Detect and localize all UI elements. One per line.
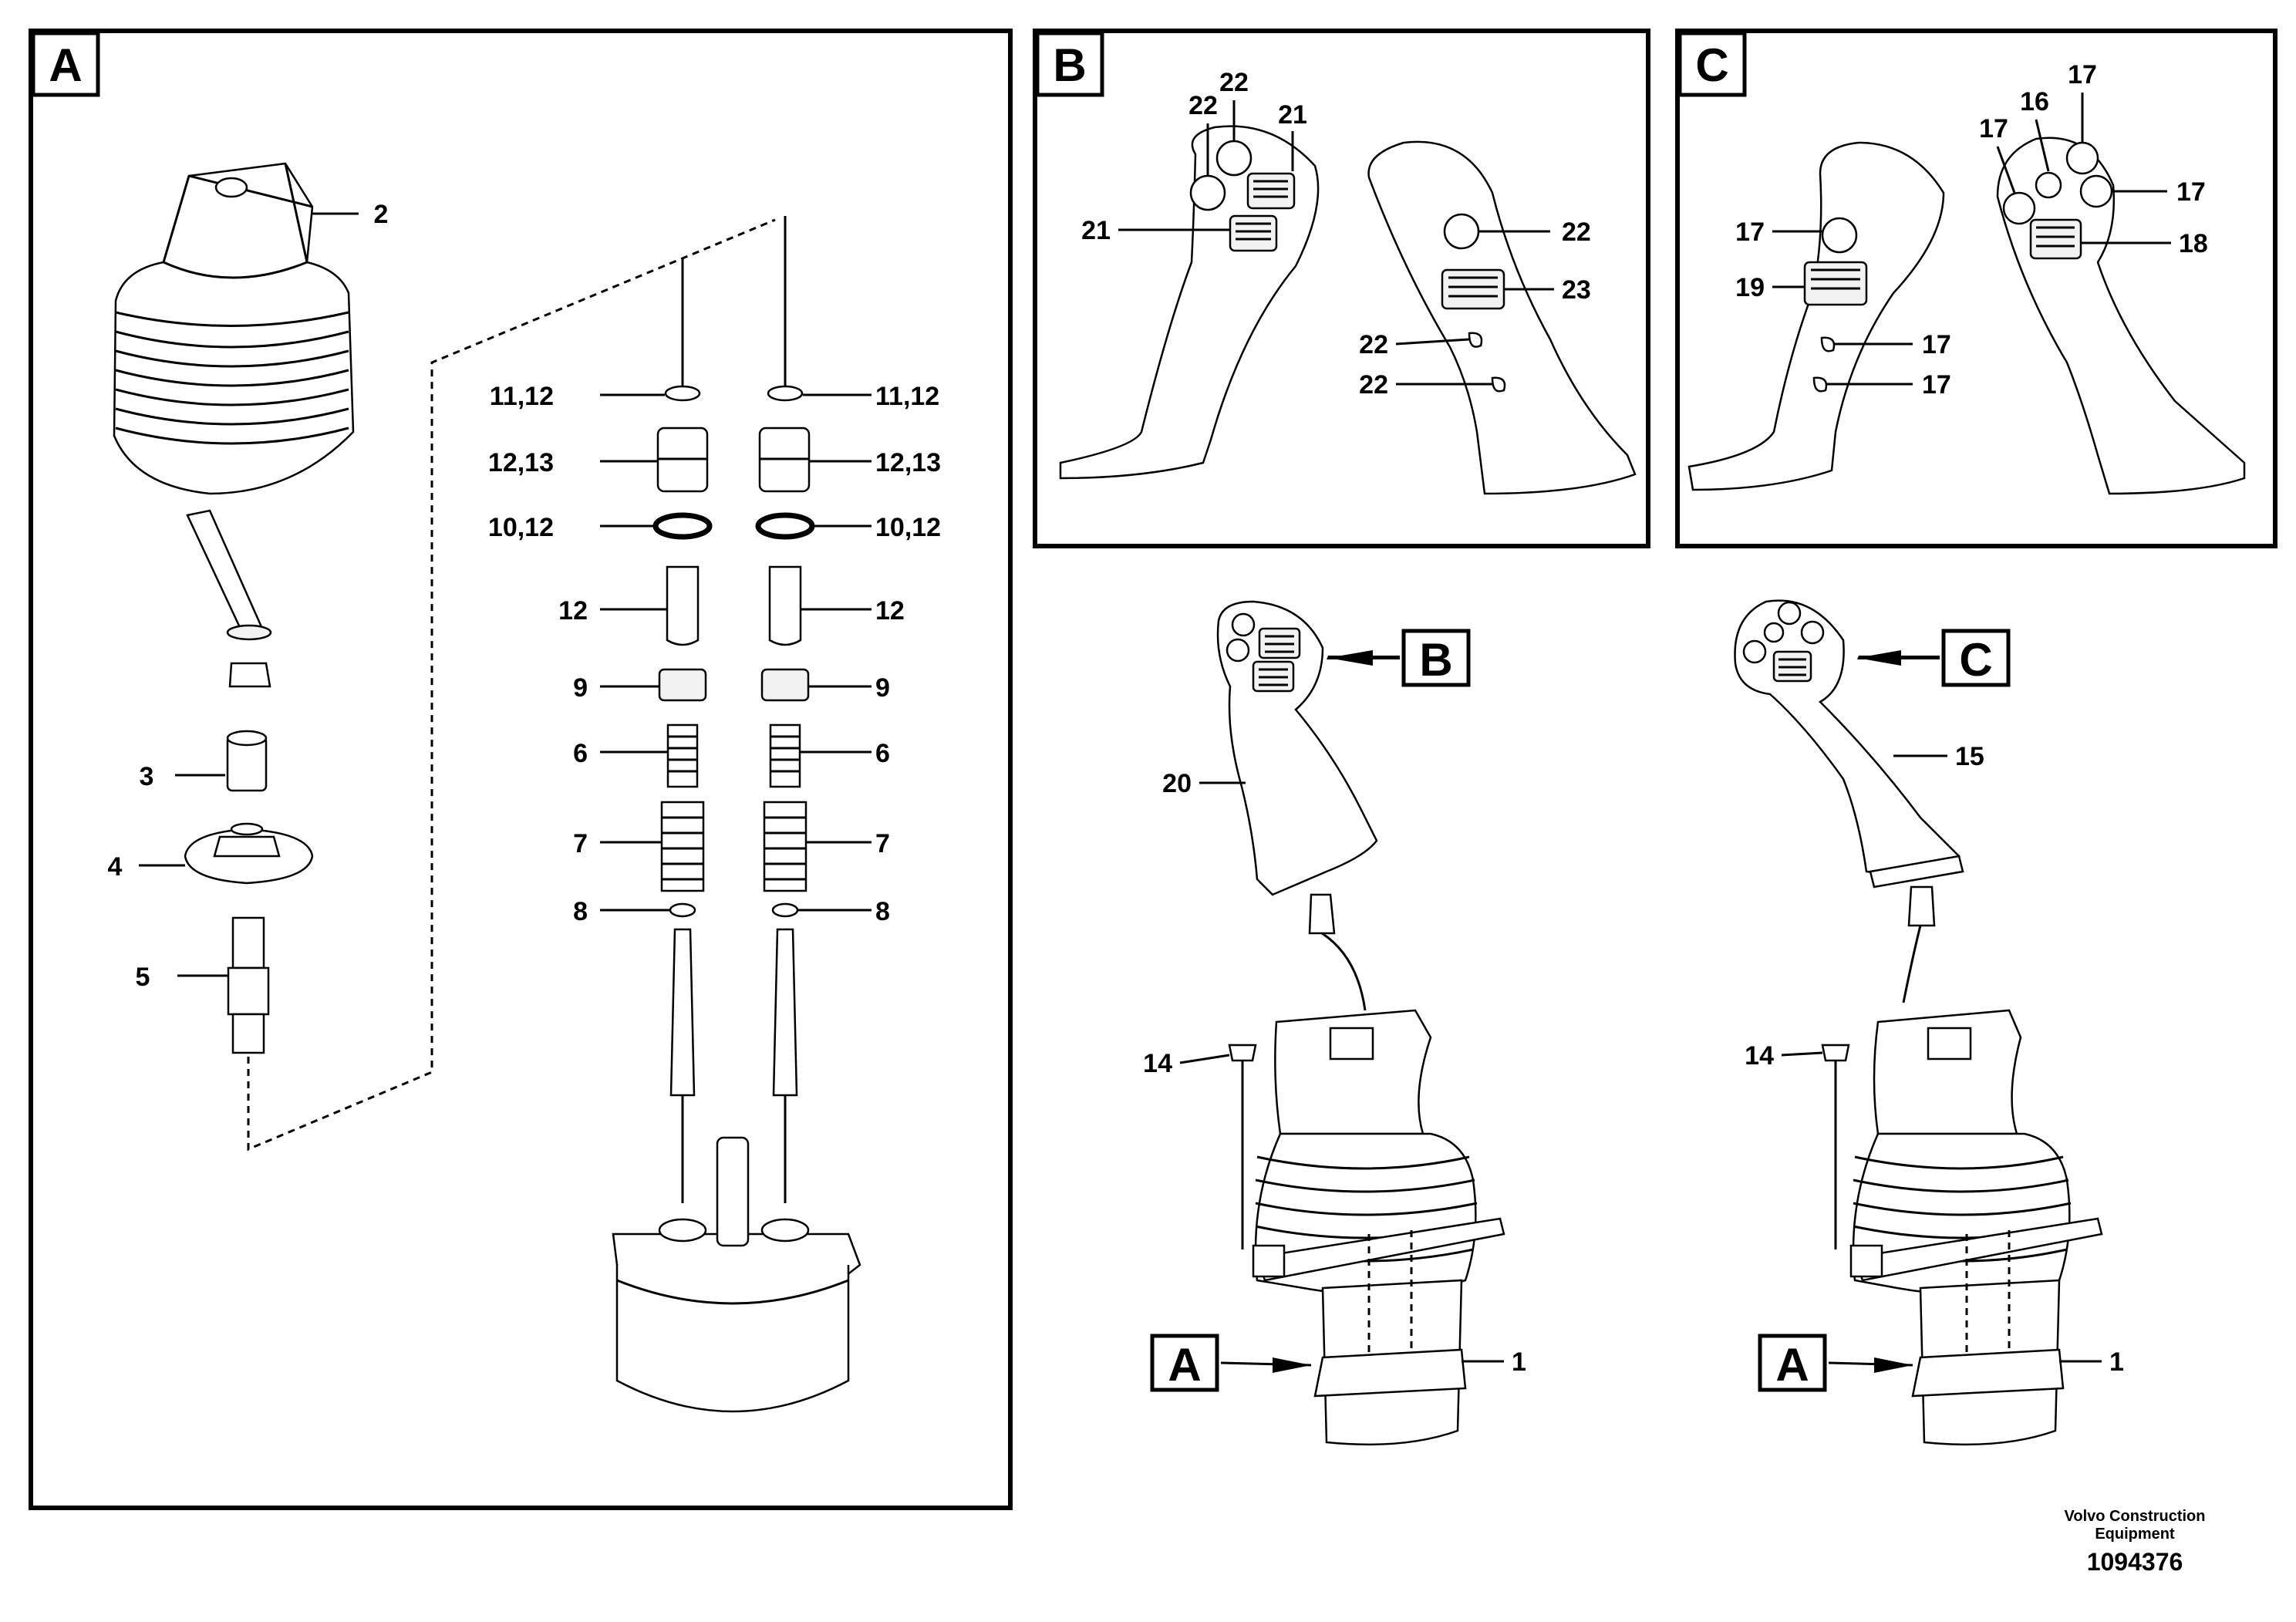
label-6-left: 6: [573, 739, 588, 768]
label-12-13-left: 12,13: [488, 448, 554, 477]
label-c-16: 16: [2020, 87, 2049, 116]
panel-a-tag: A: [49, 39, 82, 91]
label-part-5: 5: [136, 963, 150, 992]
joystick-grip-c-assembled: [1734, 599, 1964, 1003]
assembly-b: B A 20 14 1: [1143, 600, 1526, 1446]
label-9-right: 9: [875, 673, 890, 703]
label-10-12-left: 10,12: [488, 513, 554, 542]
drawing-number: 1094376: [2087, 1548, 2183, 1576]
label-part-2: 2: [374, 200, 389, 229]
panel-a-leaders: [139, 212, 872, 977]
joystick-grip-b-front: [1059, 125, 1320, 480]
label-11-12-left: 11,12: [490, 382, 554, 411]
label-c-17-right: 17: [2176, 177, 2206, 207]
label-c-18: 18: [2179, 229, 2208, 258]
label-c-17-top: 17: [2068, 60, 2097, 89]
label-part-1-right: 1: [2109, 1347, 2124, 1377]
company-name-line1: Volvo Construction: [2065, 1508, 2206, 1525]
pilot-valve-stacks: [652, 216, 815, 1203]
label-12-right: 12: [875, 596, 905, 626]
label-b-22-lower1: 22: [1359, 330, 1388, 359]
label-b-21-left: 21: [1081, 216, 1111, 245]
pilot-valve-body: [612, 1136, 861, 1413]
label-12-left: 12: [558, 596, 588, 626]
panel-c-leaders: [1772, 93, 2171, 386]
callout-c-tag: C: [1959, 634, 1992, 686]
assembly-c: C A 15 14 1: [1734, 599, 2124, 1446]
label-7-left: 7: [573, 829, 588, 858]
joystick-grip-c-back: [1687, 141, 1945, 491]
callout-a-left-tag: A: [1168, 1339, 1201, 1391]
label-11-12-right: 11,12: [875, 382, 939, 411]
rubber-boot-part: [113, 162, 355, 495]
label-part-14-left: 14: [1143, 1049, 1172, 1078]
label-c-17-lower1: 17: [1922, 330, 1951, 359]
label-8-left: 8: [573, 897, 588, 926]
label-c-17-lower2: 17: [1922, 370, 1951, 400]
label-9-left: 9: [573, 673, 588, 703]
label-12-13-right: 12,13: [875, 448, 941, 477]
label-part-3: 3: [140, 762, 154, 791]
footer: Volvo Construction Equipment 1094376: [2065, 1508, 2206, 1576]
universal-joint-part: [227, 916, 270, 1054]
panel-a: A: [29, 29, 1013, 1510]
control-rod-part: [186, 509, 272, 688]
label-c-19: 19: [1735, 273, 1765, 302]
label-c-17-upper: 17: [1979, 114, 2008, 143]
panel-b-tag: B: [1053, 39, 1086, 91]
label-b-22-top: 22: [1219, 68, 1249, 97]
panel-c: C 17: [1675, 29, 2277, 548]
callout-b-tag: B: [1419, 634, 1452, 686]
panel-b: B 22 22 21: [1033, 29, 1650, 548]
label-8-right: 8: [875, 897, 890, 926]
label-10-12-right: 10,12: [875, 513, 941, 542]
label-part-15: 15: [1955, 742, 1984, 771]
panel-c-tag: C: [1695, 39, 1728, 91]
joystick-grip-b-back: [1367, 140, 1637, 495]
label-b-21-upper: 21: [1278, 100, 1307, 130]
label-part-14-right: 14: [1745, 1041, 1774, 1071]
callout-a-right-tag: A: [1775, 1339, 1809, 1391]
panel-b-leaders: [1118, 100, 1554, 386]
label-part-4: 4: [108, 852, 123, 882]
joystick-grip-b-assembled: [1216, 600, 1378, 1011]
label-b-22-upper: 22: [1188, 91, 1218, 120]
label-b-23: 23: [1562, 275, 1591, 305]
label-part-1-left: 1: [1512, 1347, 1526, 1377]
sleeve-part: [226, 730, 268, 792]
label-b-22-lower2: 22: [1359, 370, 1388, 400]
company-name-line2: Equipment: [2095, 1526, 2175, 1543]
flange-part: [184, 822, 314, 885]
label-part-20: 20: [1162, 769, 1192, 798]
label-7-right: 7: [875, 829, 890, 858]
joystick-grip-c-front: [1996, 137, 2246, 495]
label-c-17-left: 17: [1735, 218, 1765, 247]
label-b-22-right: 22: [1562, 218, 1591, 247]
label-6-right: 6: [875, 739, 890, 768]
